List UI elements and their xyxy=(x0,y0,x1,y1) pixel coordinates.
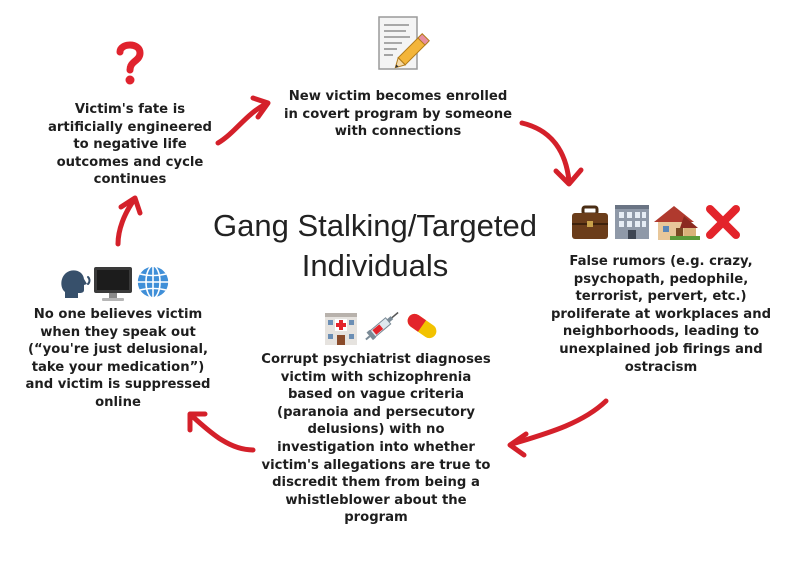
node-psychiatrist-line: program xyxy=(344,510,408,526)
node-no-one-believes-line: when they speak out xyxy=(40,324,196,340)
node-psychiatrist-line: whistleblower about the xyxy=(285,492,467,508)
title-line: Individuals xyxy=(301,248,449,283)
node-psychiatrist-line: delusions) with no xyxy=(307,422,445,438)
node-new-victim-line: with connections xyxy=(334,124,462,140)
node-psychiatrist-line: victim with schizophrenia xyxy=(280,369,472,385)
memo-pencil-icon xyxy=(375,14,437,80)
node-no-one-believes-line: take your medication”) xyxy=(31,359,205,375)
node-psychiatrist-line: investigation into whether xyxy=(277,439,475,455)
node-fate-line: to negative life xyxy=(73,137,187,153)
houses-icon xyxy=(654,202,700,246)
node-new-victim: New victim becomes enrolled in covert pr… xyxy=(278,88,518,141)
speaking-head-icon xyxy=(57,266,93,306)
title-line: Gang Stalking/Targeted xyxy=(213,208,537,243)
node-fate: Victim's fate is artificially engineered… xyxy=(32,101,228,189)
node-psychiatrist-line: victim's allegations are true to xyxy=(261,457,491,473)
node-no-one-believes-line: and victim is suppressed xyxy=(25,377,211,393)
node-psychiatrist-line: discredit them from being a xyxy=(272,475,480,491)
office-building-icon xyxy=(612,203,652,245)
node-no-one-believes-line: No one believes victim xyxy=(33,307,203,322)
node-no-one-believes-line: online xyxy=(95,394,141,410)
node-psychiatrist-line: based on vague criteria xyxy=(287,387,465,403)
node-psychiatrist-line: (paranoia and persecutory xyxy=(277,404,475,420)
question-mark-icon xyxy=(113,39,147,89)
arrow-psychiatrist-to-no-one xyxy=(187,411,256,453)
node-new-victim-line: in covert program by someone xyxy=(283,106,513,122)
arrow-no-one-to-fate xyxy=(115,195,143,247)
hospital-icon xyxy=(322,310,360,350)
syringe-icon xyxy=(360,306,404,350)
node-false-rumors-line: proliferate at workplaces and xyxy=(550,306,772,322)
node-no-one-believes: No one believes victim when they speak o… xyxy=(10,306,226,412)
node-fate-line: artificially engineered xyxy=(48,119,212,135)
node-false-rumors-line: terrorist, pervert, etc.) xyxy=(575,289,747,305)
globe-icon xyxy=(134,263,172,305)
node-no-one-believes-line: (“you're just delusional, xyxy=(27,342,208,358)
node-psychiatrist-line: Corrupt psychiatrist diagnoses xyxy=(261,352,491,367)
red-cross-mark-icon xyxy=(704,204,742,244)
arrow-new-victim-to-rumors xyxy=(519,120,584,187)
node-fate-line: outcomes and cycle xyxy=(56,154,204,170)
node-new-victim-line: New victim becomes enrolled xyxy=(288,89,508,104)
node-false-rumors-line: neighborhoods, leading to xyxy=(562,324,760,340)
node-false-rumors: False rumors (e.g. crazy, psychopath, pe… xyxy=(538,253,784,376)
diagram-title: Gang Stalking/Targeted Individuals xyxy=(180,206,570,286)
pill-icon xyxy=(402,307,442,349)
node-false-rumors-line: False rumors (e.g. crazy, xyxy=(569,254,753,269)
node-false-rumors-line: ostracism xyxy=(624,359,698,375)
briefcase-icon xyxy=(570,205,610,245)
node-psychiatrist: Corrupt psychiatrist diagnoses victim wi… xyxy=(250,351,502,527)
node-false-rumors-line: psychopath, pedophile, xyxy=(573,271,749,287)
arrow-fate-to-new-victim xyxy=(215,95,271,146)
arrow-rumors-to-psychiatrist xyxy=(507,398,609,458)
desktop-computer-icon xyxy=(92,264,134,308)
node-fate-line: Victim's fate is xyxy=(74,102,186,117)
node-fate-line: continues xyxy=(93,172,167,188)
node-false-rumors-line: unexplained job firings and xyxy=(559,341,763,357)
